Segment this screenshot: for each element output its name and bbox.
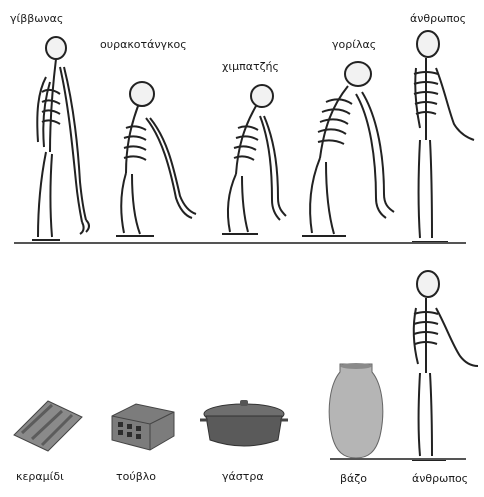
label-vase: βάζο [340,472,367,485]
label-gorilla: γορίλας [332,38,376,51]
casserole-pot-icon [198,398,290,450]
label-human-top: άνθρωπος [410,12,466,25]
human-skeleton-icon [398,28,478,250]
gibbon-skeleton-icon [20,32,90,247]
label-brick: τούβλο [116,470,156,483]
roof-tile-icon [8,395,88,455]
label-roof-tile: κεραμίδι [16,470,64,483]
ground-line-top [14,242,466,244]
label-chimpanzee: χιμπατζής [222,60,279,73]
label-orangutan: ουρακοτάνγκος [100,38,187,51]
ground-line-bottom [330,458,466,460]
label-gibbon: γίββωνας [10,12,63,25]
label-pot: γάστρα [222,470,264,483]
gorilla-skeleton-icon [296,58,406,248]
chimpanzee-skeleton-icon [214,82,304,242]
brick-icon [108,398,178,456]
orangutan-skeleton-icon [110,78,200,243]
human-skeleton-icon [400,268,480,468]
vase-icon [324,360,388,460]
label-human-bottom: άνθρωπος [412,472,468,485]
